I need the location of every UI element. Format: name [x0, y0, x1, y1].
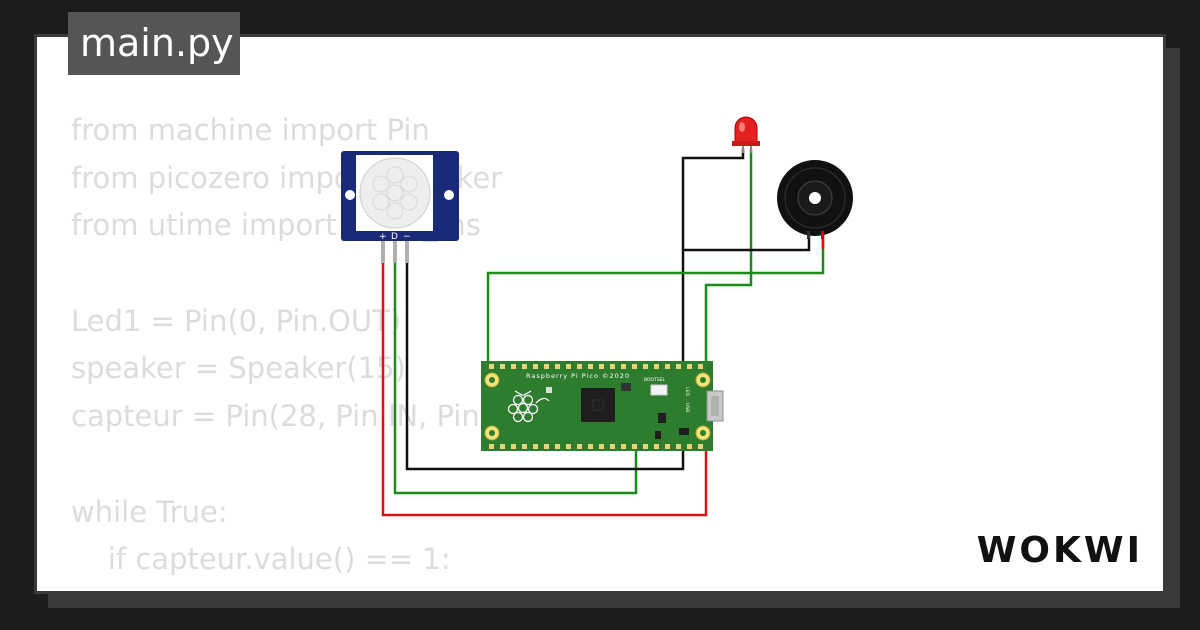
pico-header-pin[interactable]: [533, 364, 538, 369]
pico-header-pin[interactable]: [654, 444, 659, 449]
code-line: Led1 = Pin(0, Pin.OUT): [71, 303, 402, 338]
code-line: while True:: [71, 494, 228, 529]
pico-header-pin[interactable]: [489, 444, 494, 449]
circuit-diagram: + D −: [341, 116, 853, 517]
pico-header-pin[interactable]: [544, 364, 549, 369]
pico-header-pin[interactable]: [511, 444, 516, 449]
bootsel-label: BOOTSEL: [644, 377, 666, 383]
code-line: if capteur.value() == 1:: [71, 542, 451, 577]
pico-header-pin[interactable]: [676, 444, 681, 449]
pico-header-pin[interactable]: [555, 364, 560, 369]
wire-red-pir-vcc: [381, 261, 708, 517]
wire-green-buzzer: [486, 235, 825, 365]
pico-header-pin[interactable]: [544, 444, 549, 449]
code-line: Led1.value(1): [71, 584, 681, 591]
pico-header-pin[interactable]: [599, 444, 604, 449]
pico-header-pin[interactable]: [577, 444, 582, 449]
raspberry-logo-icon: [507, 390, 539, 423]
pico-header-pin[interactable]: [621, 364, 626, 369]
wire-green-led-anode: [704, 149, 753, 365]
pico-header-pin[interactable]: [577, 364, 582, 369]
pico-header-pin[interactable]: [698, 364, 703, 369]
pico-header-pin[interactable]: [522, 364, 527, 369]
pico-header-pin[interactable]: [599, 364, 604, 369]
pico-header-pin[interactable]: [500, 444, 505, 449]
pico-header-pin[interactable]: [588, 444, 593, 449]
usb-label: USB: [684, 403, 690, 412]
pico-label: Raspberry Pi Pico ©2020: [526, 372, 630, 380]
pico-header-pin[interactable]: [555, 444, 560, 449]
pico-header-pin[interactable]: [632, 364, 637, 369]
pico-header-pin[interactable]: [610, 364, 615, 369]
red-led[interactable]: [732, 116, 760, 153]
pico-header-pin[interactable]: [643, 444, 648, 449]
wire-black-buzzer: [683, 235, 811, 252]
code-line: speaker = Speaker(15): [71, 351, 406, 386]
pico-header-pin[interactable]: [511, 364, 516, 369]
wires: [381, 149, 825, 517]
file-tab-main-py[interactable]: main.py: [68, 12, 240, 75]
wire-black-pir-gnd: [405, 261, 685, 471]
pico-header-pin[interactable]: [698, 444, 703, 449]
pir-pin-gnd-label: −: [403, 232, 411, 242]
bootsel-button[interactable]: [650, 384, 668, 396]
pico-header-pin[interactable]: [522, 444, 527, 449]
pico-header-pin[interactable]: [654, 364, 659, 369]
pico-header-pin[interactable]: [687, 444, 692, 449]
wokwi-logo: WOKWI: [976, 530, 1143, 571]
pir-sensor[interactable]: + D −: [341, 151, 459, 263]
led-label: LED: [684, 387, 690, 396]
pico-header-pin[interactable]: [500, 364, 505, 369]
pico-header-pin[interactable]: [665, 444, 670, 449]
rp2040-chip: [581, 388, 615, 422]
wire-black-led-cathode: [681, 149, 745, 365]
pico-header-pin[interactable]: [676, 364, 681, 369]
pico-header-pin[interactable]: [643, 364, 648, 369]
code-line: from machine import Pin: [71, 113, 430, 147]
pico-header-pin[interactable]: [489, 364, 494, 369]
pico-header-pin[interactable]: [621, 444, 626, 449]
pico-header-pin[interactable]: [610, 444, 615, 449]
pico-header-pin[interactable]: [566, 444, 571, 449]
pico-header-pin[interactable]: [533, 444, 538, 449]
pico-header-pin[interactable]: [687, 364, 692, 369]
pir-pin-vcc-label: +: [379, 232, 387, 242]
pico-header-pin[interactable]: [665, 364, 670, 369]
pico-header-pin[interactable]: [566, 364, 571, 369]
pir-pin-data-label: D: [391, 232, 398, 242]
raspberry-pi-pico[interactable]: Raspberry Pi Pico ©2020 BOOTSEL LED USB: [481, 361, 724, 451]
pico-header-pin[interactable]: [632, 444, 637, 449]
buzzer[interactable]: [777, 160, 853, 239]
pico-header-pin[interactable]: [588, 364, 593, 369]
